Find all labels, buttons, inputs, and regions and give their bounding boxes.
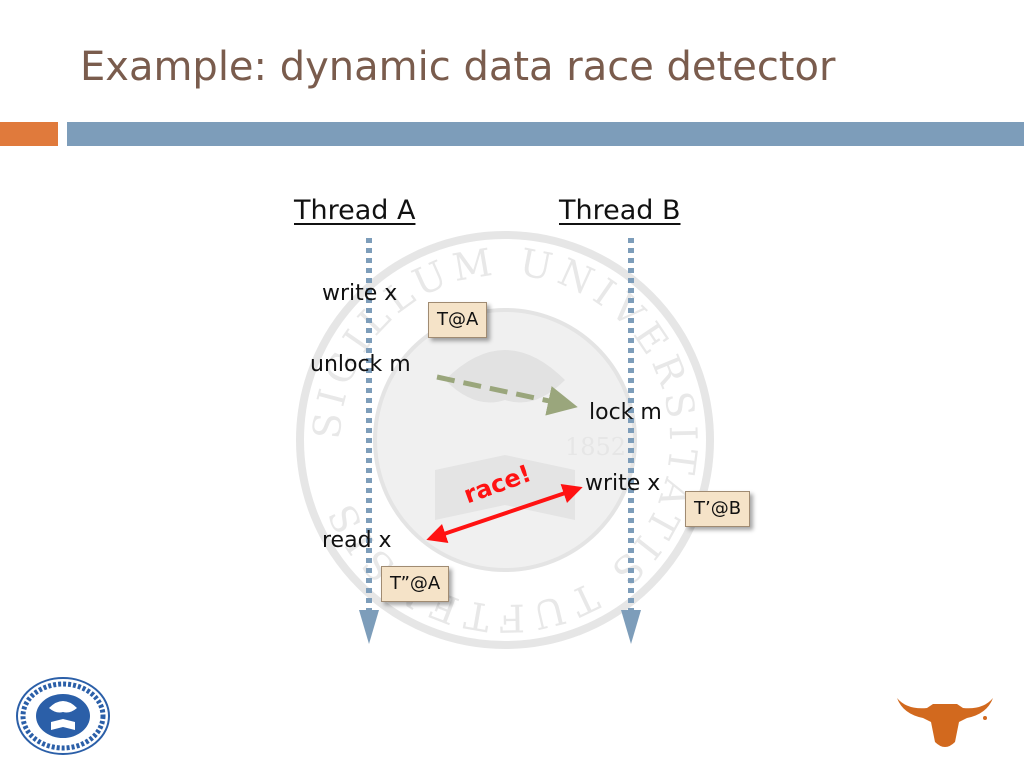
- tag-b-write: T’@B: [685, 491, 751, 527]
- thread-b-arrowhead: [621, 610, 641, 644]
- longhorn-logo-icon: [897, 698, 993, 747]
- sync-arrow: [436, 374, 578, 416]
- event-a-unlock-m: unlock m: [310, 352, 411, 377]
- thread-b-header: Thread B: [559, 195, 681, 226]
- slide-title: Example: dynamic data race detector: [80, 44, 836, 90]
- svg-text:1852: 1852: [565, 433, 626, 461]
- tag-a-read: T”@A: [381, 566, 450, 602]
- tufts-seal-icon: [16, 677, 110, 755]
- event-a-write-x: write x: [322, 281, 398, 306]
- event-b-write-x: write x: [585, 471, 661, 496]
- event-b-lock-m: lock m: [589, 400, 662, 425]
- tag-a-write: T@A: [428, 302, 488, 338]
- race-arrow: [426, 484, 583, 543]
- header-accent-orange: [0, 122, 58, 146]
- thread-a-header: Thread A: [294, 195, 416, 226]
- thread-a-arrowhead: [359, 610, 379, 644]
- event-a-read-x: read x: [322, 528, 392, 553]
- header-accent-blue: [67, 122, 1024, 146]
